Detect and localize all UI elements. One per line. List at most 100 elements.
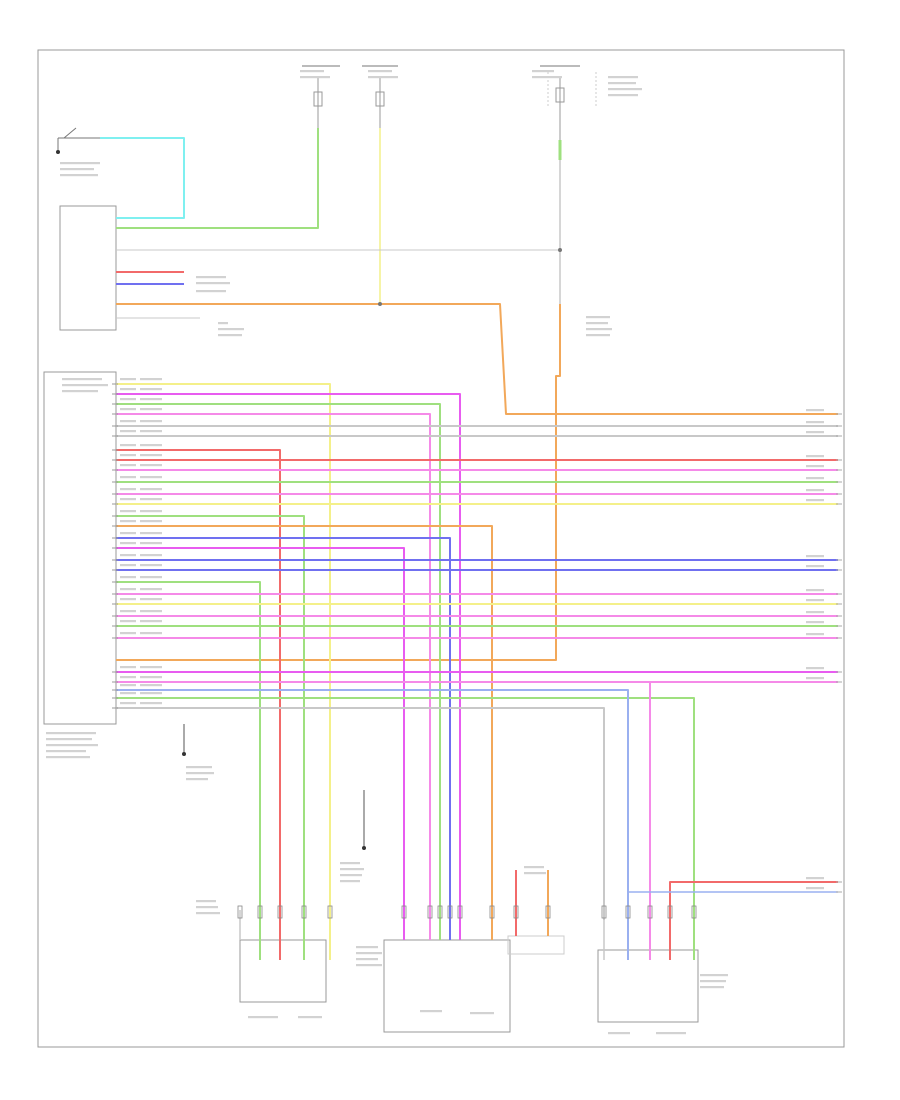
wire <box>116 537 451 920</box>
fine-print <box>368 70 392 73</box>
fine-print <box>806 455 824 458</box>
fine-print <box>120 666 136 669</box>
connector-tick <box>625 905 631 919</box>
wire-junctions <box>182 248 562 850</box>
fine-print <box>140 692 162 695</box>
fine-print <box>298 1016 322 1019</box>
power-sources <box>302 65 597 140</box>
fine-print <box>356 946 378 949</box>
fine-print <box>120 420 136 423</box>
fine-print <box>700 980 726 983</box>
fine-print <box>806 555 824 558</box>
wire <box>116 689 629 920</box>
fine-print <box>60 168 94 171</box>
fine-print <box>120 564 136 567</box>
fine-print <box>524 872 546 875</box>
fine-print <box>356 958 378 961</box>
fine-print <box>806 465 824 468</box>
junction-dot <box>378 302 382 306</box>
right-component-box <box>597 949 699 1023</box>
fine-print <box>140 598 162 601</box>
fine-print <box>700 986 724 989</box>
connector-tick <box>601 905 607 919</box>
fine-print <box>140 532 162 535</box>
fine-print <box>806 431 824 434</box>
junction-dot <box>558 248 562 252</box>
fine-print <box>60 162 100 165</box>
fine-print <box>46 744 98 747</box>
fine-print <box>700 974 728 977</box>
fine-print <box>140 488 162 491</box>
fine-print <box>806 477 824 480</box>
fine-print <box>140 564 162 567</box>
fine-print <box>340 862 360 865</box>
wire-harness <box>100 128 838 960</box>
wire <box>116 304 561 661</box>
fine-print <box>806 499 824 502</box>
wire <box>116 525 493 920</box>
fine-print <box>608 76 638 79</box>
fine-print <box>196 912 220 915</box>
fine-print <box>340 874 362 877</box>
fine-print <box>218 328 244 331</box>
fine-print <box>656 1032 686 1035</box>
transmission-range-box <box>239 939 327 1003</box>
fine-print <box>120 632 136 635</box>
fine-print <box>120 576 136 579</box>
fine-print <box>140 464 162 467</box>
fine-print <box>140 684 162 687</box>
connector-block <box>507 935 565 955</box>
fine-print <box>196 900 216 903</box>
fine-print <box>120 588 136 591</box>
fine-print <box>120 430 136 433</box>
fine-print <box>140 676 162 679</box>
fine-print <box>586 316 610 319</box>
center-switch-box <box>383 939 511 1033</box>
wire <box>116 547 405 920</box>
fine-print <box>120 464 136 467</box>
wire <box>116 303 838 415</box>
fine-print <box>340 868 364 871</box>
connector-tick <box>427 905 433 919</box>
fine-print <box>806 589 824 592</box>
fine-print <box>532 70 554 73</box>
wire <box>116 581 261 920</box>
fine-print <box>120 444 136 447</box>
connector-tick <box>513 905 519 919</box>
fine-print <box>196 276 226 279</box>
connector-tick <box>237 905 243 919</box>
connector-tick <box>489 905 495 919</box>
wire <box>116 515 305 920</box>
fine-print <box>120 554 136 557</box>
fine-print <box>196 906 218 909</box>
fine-print <box>806 599 824 602</box>
fine-print <box>140 666 162 669</box>
fine-print <box>186 778 208 781</box>
fine-print <box>186 772 214 775</box>
fine-print <box>532 76 562 79</box>
fine-print <box>140 510 162 513</box>
fine-print <box>62 390 98 393</box>
fine-print <box>608 82 636 85</box>
fine-print <box>120 476 136 479</box>
fine-print <box>806 677 824 680</box>
fine-print <box>120 610 136 613</box>
fine-print <box>120 498 136 501</box>
fine-print <box>120 398 136 401</box>
connector-tick <box>691 905 697 919</box>
fine-print <box>196 282 230 285</box>
upper-control-module <box>59 205 117 331</box>
fine-print <box>608 1032 630 1035</box>
fine-print <box>608 94 638 97</box>
wire <box>100 137 185 219</box>
fine-print <box>806 621 824 624</box>
wire <box>116 403 441 920</box>
fine-print <box>46 756 90 759</box>
fine-print <box>806 489 824 492</box>
connector-tick <box>545 905 551 919</box>
connector-tick <box>447 905 453 919</box>
wire <box>116 128 319 229</box>
connector-pins <box>112 383 842 919</box>
fine-print <box>140 420 162 423</box>
